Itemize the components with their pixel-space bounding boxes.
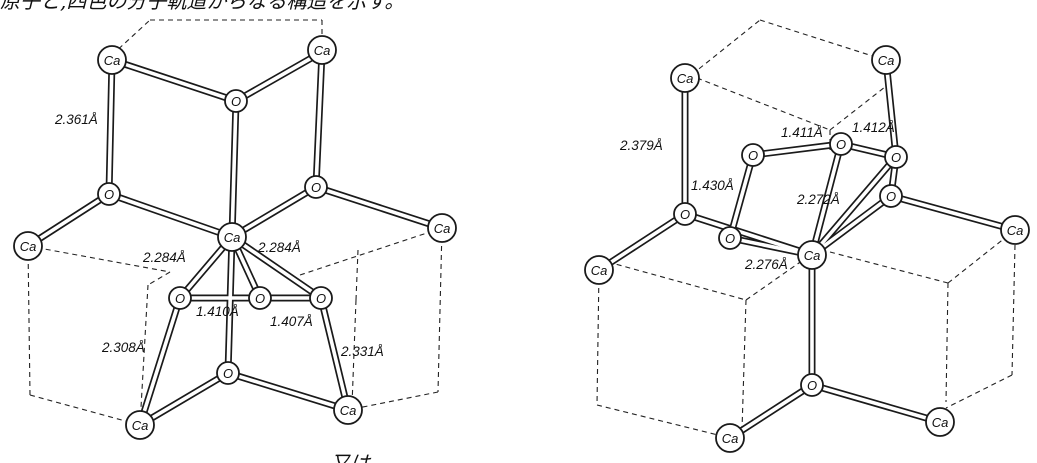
- distance-label: 1.430Å: [691, 178, 734, 193]
- svg-text:O: O: [891, 150, 901, 165]
- svg-text:O: O: [311, 180, 321, 195]
- right-structure: Ca Ca O O O O: [584, 19, 1030, 453]
- calcium-atom: Ca: [670, 63, 700, 93]
- left-distance-labels: 2.361Å 2.284Å 2.284Å 1.410Å 1.407Å 2.308…: [54, 112, 384, 359]
- left-bonds: [24, 48, 446, 429]
- oxygen-atom: O: [248, 286, 272, 310]
- distance-label: 1.410Å: [196, 304, 239, 319]
- svg-text:O: O: [807, 378, 817, 393]
- svg-text:O: O: [725, 231, 735, 246]
- left-structure: Ca Ca O O O Ca: [13, 19, 457, 440]
- svg-text:Ca: Ca: [224, 230, 241, 245]
- svg-text:O: O: [255, 291, 265, 306]
- oxygen-atom: O: [741, 143, 765, 167]
- svg-text:Ca: Ca: [132, 418, 149, 433]
- svg-text:Ca: Ca: [340, 403, 357, 418]
- oxygen-atom: O: [224, 89, 248, 113]
- svg-text:Ca: Ca: [878, 53, 895, 68]
- distance-label: 2.308Å: [101, 340, 145, 355]
- calcium-atom: Ca: [125, 410, 155, 440]
- calcium-atom-center: Ca: [797, 240, 827, 270]
- oxygen-atom: O: [884, 145, 908, 169]
- svg-text:O: O: [316, 291, 326, 306]
- calcium-atom: Ca: [925, 407, 955, 437]
- svg-text:Ca: Ca: [932, 415, 949, 430]
- svg-text:Ca: Ca: [591, 263, 608, 278]
- svg-text:O: O: [836, 137, 846, 152]
- oxygen-atom: O: [718, 226, 742, 250]
- calcium-atom: Ca: [715, 423, 745, 453]
- distance-label: 2.284Å: [257, 240, 301, 255]
- left-atoms: Ca Ca O O O Ca: [13, 35, 457, 440]
- calcium-atom: Ca: [584, 255, 614, 285]
- handwritten-header: 原子と,四色の分子軌道からなる構造を示す。: [0, 0, 404, 13]
- left-dashed-cell-edges: [27, 19, 443, 426]
- svg-text:O: O: [175, 291, 185, 306]
- svg-text:Ca: Ca: [1007, 223, 1024, 238]
- oxygen-atom: O: [879, 184, 903, 208]
- svg-text:Ca: Ca: [104, 53, 121, 68]
- distance-label: 2.379Å: [619, 138, 663, 153]
- svg-text:O: O: [680, 207, 690, 222]
- calcium-atom: Ca: [97, 45, 127, 75]
- oxygen-atom: O: [304, 175, 328, 199]
- oxygen-atom: O: [97, 182, 121, 206]
- svg-text:Ca: Ca: [804, 248, 821, 263]
- distance-label: 2.331Å: [340, 344, 384, 359]
- distance-label: 2.276Å: [744, 257, 788, 272]
- svg-text:Ca: Ca: [314, 43, 331, 58]
- svg-text:O: O: [748, 148, 758, 163]
- oxygen-atom: O: [800, 373, 824, 397]
- svg-text:Ca: Ca: [20, 239, 37, 254]
- calcium-atom: Ca: [307, 35, 337, 65]
- oxygen-atom: O: [673, 202, 697, 226]
- distance-label: 1.407Å: [270, 314, 313, 329]
- svg-text:Ca: Ca: [677, 71, 694, 86]
- distance-label: 2.284Å: [142, 250, 186, 265]
- distance-label: 1.411Å: [781, 125, 823, 140]
- handwritten-footer: 又は: [330, 451, 372, 463]
- calcium-atom: Ca: [333, 395, 363, 425]
- distance-label: 2.272Å: [796, 192, 840, 207]
- distance-label: 1.412Å: [852, 120, 895, 135]
- svg-text:O: O: [223, 366, 233, 381]
- svg-text:O: O: [886, 189, 896, 204]
- right-atoms: Ca Ca O O O O: [584, 45, 1030, 453]
- svg-text:O: O: [104, 187, 114, 202]
- oxygen-atom: O: [829, 132, 853, 156]
- oxygen-atom: O: [309, 286, 333, 310]
- calcium-atom: Ca: [13, 231, 43, 261]
- distance-label: 2.361Å: [54, 112, 98, 127]
- calcium-atom-center: Ca: [217, 222, 247, 252]
- right-distance-labels: 2.379Å 1.411Å 1.412Å 1.430Å 2.272Å 2.276…: [619, 120, 895, 272]
- svg-text:Ca: Ca: [434, 221, 451, 236]
- calcium-atom: Ca: [871, 45, 901, 75]
- calcium-atom: Ca: [1000, 215, 1030, 245]
- oxygen-atom: O: [216, 361, 240, 385]
- calcium-atom: Ca: [427, 213, 457, 243]
- oxygen-atom: O: [168, 286, 192, 310]
- svg-text:O: O: [231, 94, 241, 109]
- right-dashed-cell-edges: [596, 19, 1016, 439]
- svg-text:Ca: Ca: [722, 431, 739, 446]
